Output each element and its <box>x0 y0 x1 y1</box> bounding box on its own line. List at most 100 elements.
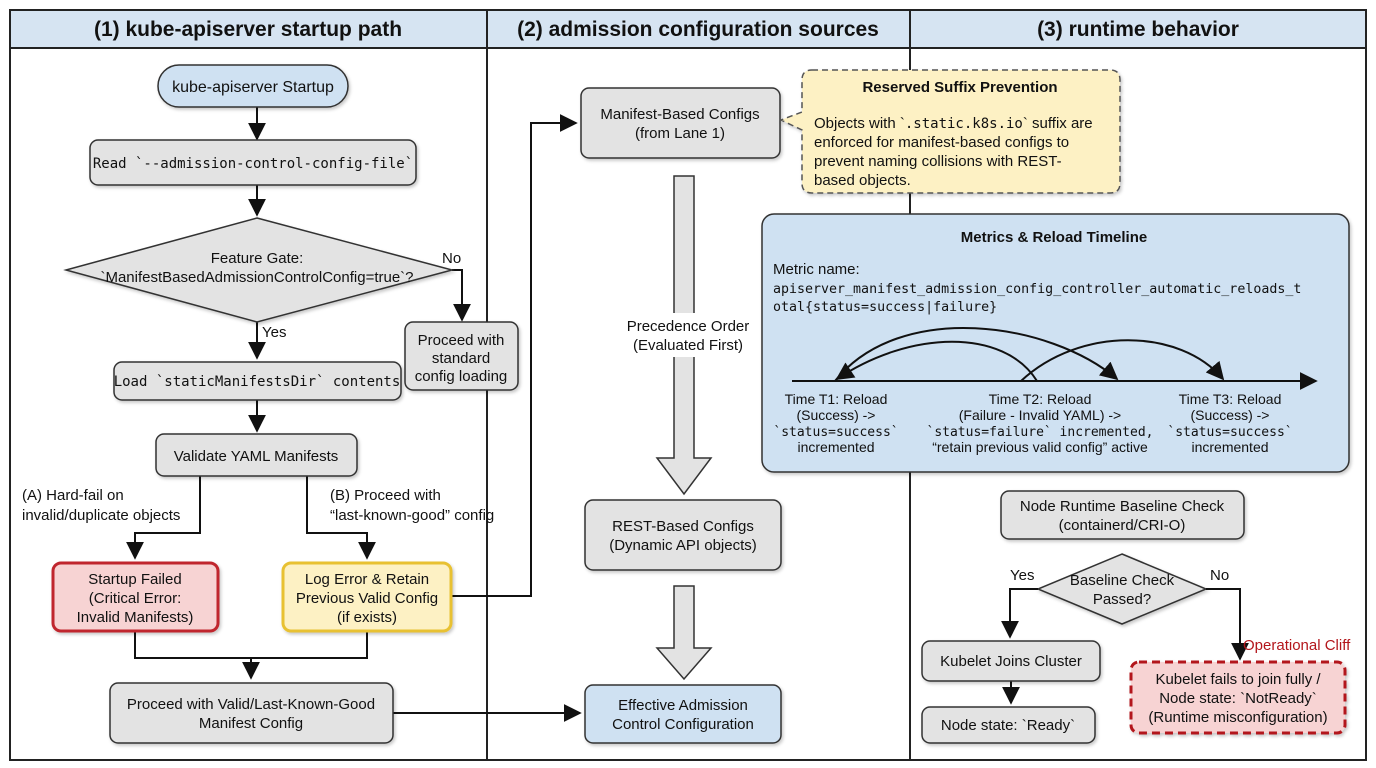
manifest-configs-label-1: Manifest-Based Configs <box>600 106 759 123</box>
metric-name-line-1: apiserver_manifest_admission_config_cont… <box>773 282 1301 297</box>
load-dir-label: Load `staticManifestsDir` contents <box>114 374 401 390</box>
t3-label-3: `status=success` <box>1167 425 1292 440</box>
kubelet-joins-node <box>921 640 1101 682</box>
hardfail-label-2: invalid/duplicate objects <box>22 507 180 524</box>
log-error-label-2: Previous Valid Config <box>296 590 438 607</box>
lane1-connectors <box>126 107 582 722</box>
feature-gate-label-1: Feature Gate: <box>211 250 304 267</box>
check-no-label: No <box>1210 567 1229 584</box>
baseline-decision-label-1: Baseline Check <box>1070 572 1175 589</box>
reserved-suffix-title: Reserved Suffix Prevention <box>862 79 1057 96</box>
reserved-line1-pre: Objects with ` <box>814 115 905 132</box>
t2-label-2: (Failure - Invalid YAML) -> <box>959 407 1121 423</box>
rest-configs-label-2: (Dynamic API objects) <box>609 537 757 554</box>
validate-label: Validate YAML Manifests <box>174 448 339 465</box>
log-error-label-3: (if exists) <box>337 609 397 626</box>
baseline-check-label-2: (containerd/CRI-O) <box>1059 517 1186 534</box>
effective-config-node <box>584 684 782 744</box>
kubelet-fail-node <box>1129 660 1347 735</box>
arrow-validate-to-fail <box>126 476 201 560</box>
feature-gate-label-2: `ManifestBasedAdmissionControlConfig=tru… <box>100 269 413 286</box>
check-yes-label: Yes <box>1010 567 1034 584</box>
timeline-arc-2 <box>1020 339 1225 382</box>
arrow-retain-to-manifest <box>451 114 578 597</box>
standard-config-node <box>404 321 519 391</box>
arrow-validate-to-retain <box>306 476 376 560</box>
t2-label-3: `status=failure` incremented, <box>927 425 1154 440</box>
lane2-title: (2) admission configuration sources <box>517 18 879 41</box>
read-config-label: Read `--admission-control-config-file` <box>93 156 413 172</box>
lane-header-bar <box>9 9 1367 49</box>
node-ready-label: Node state: `Ready` <box>941 717 1075 734</box>
t2-label-4: “retain previous valid config” active <box>932 439 1148 455</box>
startup-node <box>157 64 349 108</box>
gate-yes-label: Yes <box>262 324 286 341</box>
standard-config-label-3: config loading <box>415 368 508 385</box>
startup-failed-label-2: (Critical Error: <box>89 590 182 607</box>
validate-node <box>155 433 358 477</box>
t1-label-4: incremented <box>797 439 874 455</box>
standard-config-label-2: standard <box>432 350 490 367</box>
feature-gate-decision <box>63 217 455 323</box>
precedence-label-2: (Evaluated First) <box>633 337 743 354</box>
operational-cliff-label: Operational Cliff <box>1243 637 1351 654</box>
node-ready-node <box>921 706 1096 744</box>
read-config-node <box>89 139 417 186</box>
metric-name-label: Metric name: <box>773 261 860 278</box>
proceed-valid-label-1: Proceed with Valid/Last-Known-Good <box>127 696 375 713</box>
t1-label-2: (Success) -> <box>797 407 876 423</box>
effective-config-label-2: Control Configuration <box>612 716 754 733</box>
proceed-valid-node <box>109 682 394 744</box>
startup-failed-label-1: Startup Failed <box>88 571 181 588</box>
metric-name-line-2: otal{status=success|failure} <box>773 300 997 315</box>
reserved-suffix-line-3: prevent naming collisions with REST- <box>814 153 1062 170</box>
manifest-configs-node <box>580 87 781 159</box>
runtime-connectors <box>1001 588 1249 705</box>
timeline-graphic <box>792 327 1318 390</box>
t3-label-4: incremented <box>1191 439 1268 455</box>
standard-config-label-1: Proceed with <box>418 332 505 349</box>
t3-label-2: (Success) -> <box>1191 407 1270 423</box>
gate-no-label: No <box>442 250 461 267</box>
t1-label-1: Time T1: Reload <box>785 391 888 407</box>
reserved-suffix-line-4: based objects. <box>814 172 911 189</box>
t1-label-3: `status=success` <box>773 425 898 440</box>
manifest-configs-label-2: (from Lane 1) <box>635 125 725 142</box>
proceed-valid-label-2: Manifest Config <box>199 715 303 732</box>
proceed-b-label-2: “last-known-good” config <box>330 507 494 524</box>
kubelet-joins-label: Kubelet Joins Cluster <box>940 653 1082 670</box>
log-error-label-1: Log Error & Retain <box>305 571 429 588</box>
reserved-line1-post: ` suffix are <box>1023 115 1093 132</box>
reserved-suffix-line-2: enforced for manifest-based configs to <box>814 134 1069 151</box>
precedence-label-bg <box>616 313 760 357</box>
reserved-suffix-line-1: Objects with `.static.k8s.io` suffix are <box>814 115 1093 132</box>
kubelet-fail-label-1: Kubelet fails to join fully / <box>1155 671 1321 688</box>
effective-config-label-1: Effective Admission <box>618 697 748 714</box>
startup-failed-label-3: Invalid Manifests) <box>77 609 194 626</box>
rest-configs-label-1: REST-Based Configs <box>612 518 754 535</box>
baseline-check-label-1: Node Runtime Baseline Check <box>1020 498 1225 515</box>
proceed-b-label-1: (B) Proceed with <box>330 487 441 504</box>
kubelet-fail-label-2: Node state: `NotReady` <box>1159 690 1317 707</box>
metrics-timeline-panel <box>761 213 1350 473</box>
baseline-check-node <box>1000 490 1245 540</box>
rest-configs-node <box>584 499 782 571</box>
baseline-decision <box>1036 553 1208 625</box>
timeline-arc-1 <box>834 327 1119 382</box>
lane3-title: (3) runtime behavior <box>1037 18 1239 41</box>
arrow-check-yes <box>1001 588 1038 639</box>
hardfail-label-1: (A) Hard-fail on <box>22 487 124 504</box>
arrow-gate-no <box>452 269 471 322</box>
lane1-title: (1) kube-apiserver startup path <box>94 18 402 41</box>
t2-label-1: Time T2: Reload <box>989 391 1092 407</box>
timeline-arc-3 <box>835 340 1038 382</box>
log-error-retain-node <box>281 561 453 633</box>
arrow-check-no <box>1206 588 1249 661</box>
precedence-arrow-2 <box>655 585 713 681</box>
precedence-label-1: Precedence Order <box>627 318 750 335</box>
startup-failed-node <box>51 561 220 633</box>
reserved-suffix-note <box>779 69 1121 194</box>
baseline-decision-label-2: Passed? <box>1093 591 1151 608</box>
t3-label-1: Time T3: Reload <box>1179 391 1282 407</box>
